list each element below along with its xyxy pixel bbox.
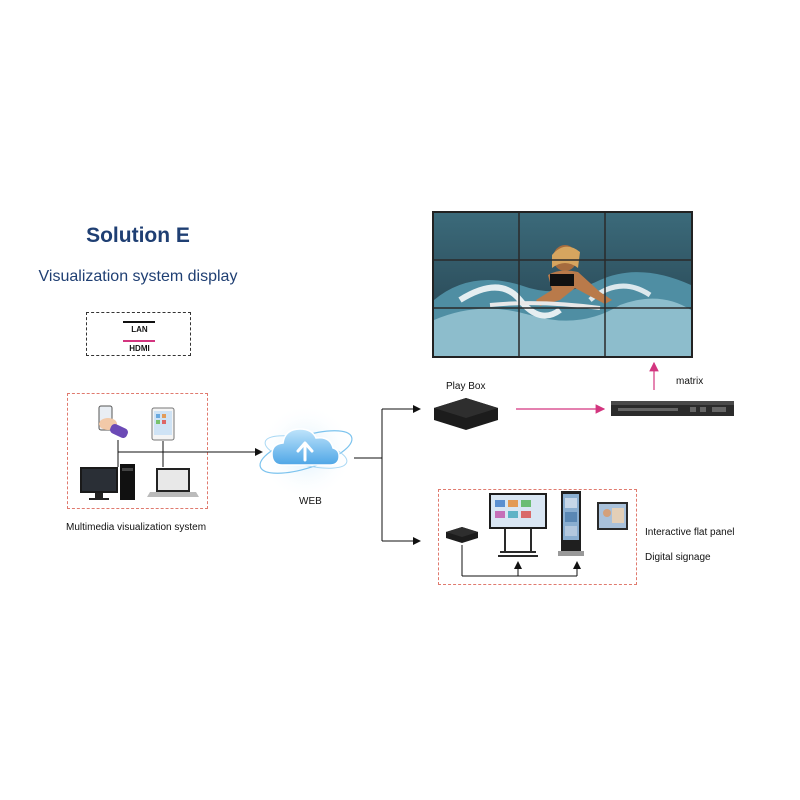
play-box-label: Play Box [446,381,486,392]
desktop-computer-icon [80,464,135,500]
video-wall [432,211,693,358]
matrix-icon [611,401,734,416]
tablet-icon [151,407,175,441]
wall-signage-icon [597,502,628,530]
multimedia-label: Multimedia visualization system [66,522,207,533]
web-branch-lines [354,409,383,541]
solution-title: Solution E [86,224,190,247]
interactive-panel-label: Interactive flat panel [645,527,735,538]
web-label: WEB [299,496,322,507]
multimedia-lan-lines [117,440,164,467]
phone-hand-icon [98,405,128,439]
lan-legend-label: LAN [131,325,148,334]
hdmi-legend-label: HDMI [129,344,150,353]
legend-box: LAN HDMI [86,312,191,356]
lan-legend-line [123,321,155,323]
multimedia-group-box [67,393,208,509]
small-play-box-icon [446,527,478,543]
matrix-label: matrix [676,376,704,387]
play-box-icon [434,398,498,430]
solution-subtitle: Visualization system display [38,268,238,285]
kiosk-signage-icon [558,491,584,556]
cloud-upload-icon [258,404,354,500]
display-lan-lines [461,545,577,577]
hdmi-legend-line [123,340,155,342]
digital-signage-label: Digital signage [645,552,711,563]
interactive-flat-panel-icon [489,493,547,557]
display-group-box [438,489,637,585]
laptop-icon [147,468,199,497]
